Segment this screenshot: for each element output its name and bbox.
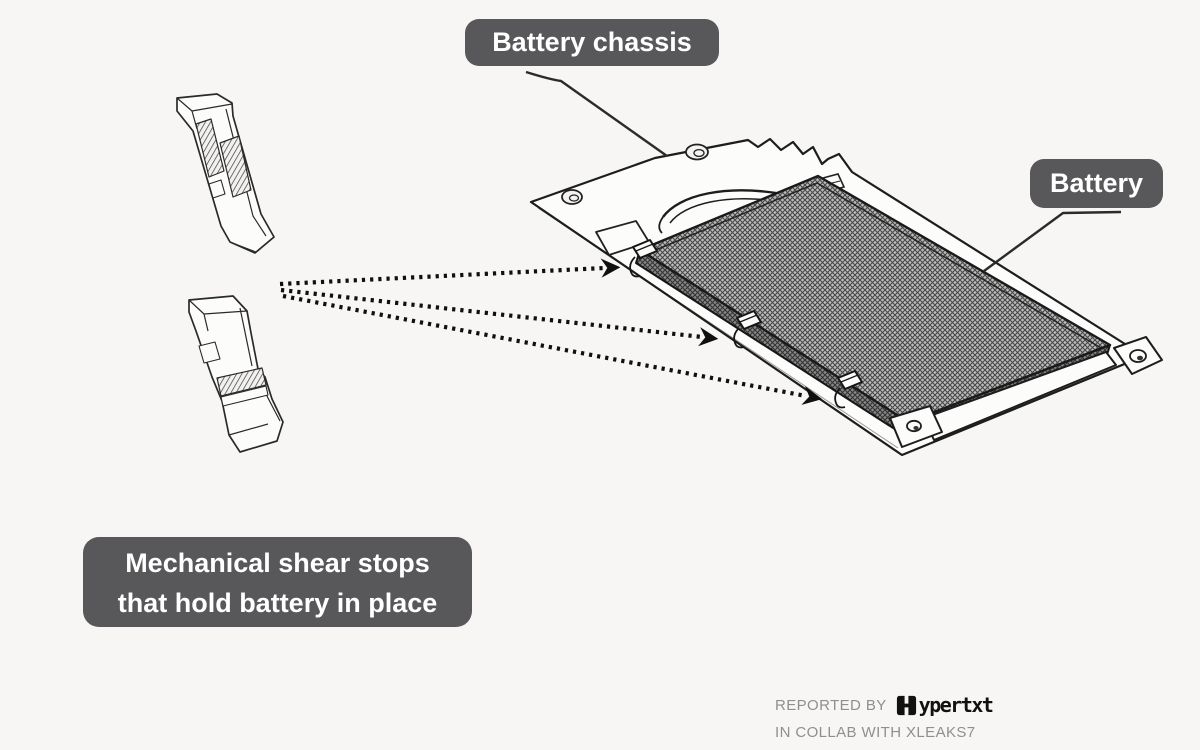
- collab-text: IN COLLAB WITH XLEAKS7: [775, 724, 976, 741]
- mechanical-shear-stops-label: Mechanical shear stops that hold battery…: [83, 537, 472, 627]
- hypertxt-logo-text: ypertxt: [918, 693, 994, 717]
- callout-arrow: [282, 293, 823, 405]
- shear-label-line1: Mechanical shear stops: [125, 548, 430, 578]
- hypertxt-logo-h-icon: [896, 695, 916, 715]
- chassis-leader-line: [525, 70, 668, 157]
- shear-stop-part-bottom: [188, 295, 284, 453]
- hypertxt-logo: ypertxt: [895, 693, 994, 717]
- screw-boss: [685, 143, 709, 161]
- shear-label-line2: that hold battery in place: [117, 588, 438, 618]
- callout-arrows: [279, 258, 823, 405]
- shear-stop-clips: [629, 239, 863, 409]
- battery-chassis-label: Battery chassis: [465, 19, 719, 66]
- shear-stop-part-top: [176, 93, 275, 254]
- screw-hole: [1129, 349, 1147, 363]
- battery-label: Battery: [1030, 159, 1163, 208]
- reported-by-text: REPORTED BY: [775, 696, 887, 714]
- callout-arrow: [279, 258, 621, 287]
- screw-hole: [906, 419, 922, 433]
- chassis-rail-and-tabs: [889, 336, 1163, 448]
- callout-arrow: [280, 287, 719, 347]
- credits: REPORTED BY ypertxt IN COLLAB WITH XLEAK…: [775, 691, 1175, 744]
- screw-boss: [561, 189, 583, 205]
- battery-leader-line: [983, 210, 1122, 272]
